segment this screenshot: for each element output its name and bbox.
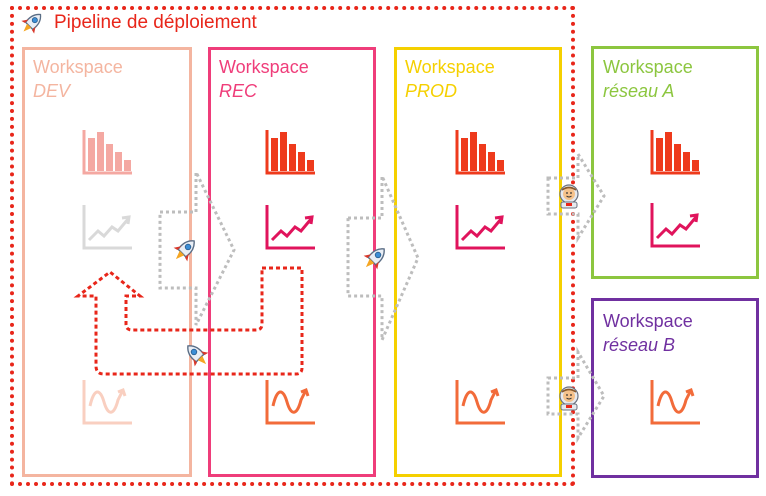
line-chart-icon[interactable]: [82, 205, 132, 250]
pipeline-title: Pipeline de déploiement: [54, 12, 257, 33]
line-chart-icon[interactable]: [265, 205, 315, 250]
wave-chart-icon[interactable]: [82, 380, 132, 425]
bar-chart-icon[interactable]: [455, 130, 505, 175]
astronaut-icon[interactable]: [556, 183, 582, 209]
workspace-rec-subtitle: REC: [219, 81, 258, 101]
workspace-dev-subtitle: DEV: [33, 81, 71, 101]
rocket-icon[interactable]: [182, 340, 212, 370]
workspace-prod-title: Workspace: [405, 57, 495, 77]
bar-chart-icon[interactable]: [265, 130, 315, 175]
pipeline-container: [10, 6, 575, 486]
workspace-prod-subtitle: PROD: [405, 81, 458, 101]
workspace-reseau-b-subtitle: réseau B: [603, 335, 676, 355]
pipeline-rocket-icon: [18, 9, 46, 37]
workspace-dev[interactable]: [22, 47, 192, 477]
workspace-dev-title: Workspace: [33, 57, 123, 77]
workspace-reseau-a-title: Workspace: [603, 57, 693, 77]
workspace-reseau-b-title: Workspace: [603, 311, 693, 331]
backport-arrow-rec-dev: [73, 266, 304, 376]
workspace-prod[interactable]: [394, 47, 562, 477]
workspace-reseau-b[interactable]: [591, 298, 759, 478]
bar-chart-icon[interactable]: [650, 130, 700, 175]
rocket-icon[interactable]: [360, 243, 390, 273]
share-arrow-prod-reseau-b: [546, 346, 606, 444]
line-chart-icon[interactable]: [455, 205, 505, 250]
deploy-arrow-dev-rec: [158, 171, 236, 326]
workspace-reseau-a[interactable]: [591, 46, 759, 279]
workspace-rec-title: Workspace: [219, 57, 309, 77]
wave-chart-icon[interactable]: [650, 380, 700, 425]
wave-chart-icon[interactable]: [265, 380, 315, 425]
workspace-reseau-a-subtitle: réseau A: [603, 81, 675, 101]
astronaut-icon[interactable]: [556, 385, 582, 411]
line-chart-icon[interactable]: [650, 203, 700, 248]
wave-chart-icon[interactable]: [455, 380, 505, 425]
rocket-icon[interactable]: [170, 235, 200, 265]
share-arrow-prod-reseau-a: [546, 148, 606, 244]
deploy-arrow-rec-prod: [346, 175, 420, 341]
bar-chart-icon[interactable]: [82, 130, 132, 175]
